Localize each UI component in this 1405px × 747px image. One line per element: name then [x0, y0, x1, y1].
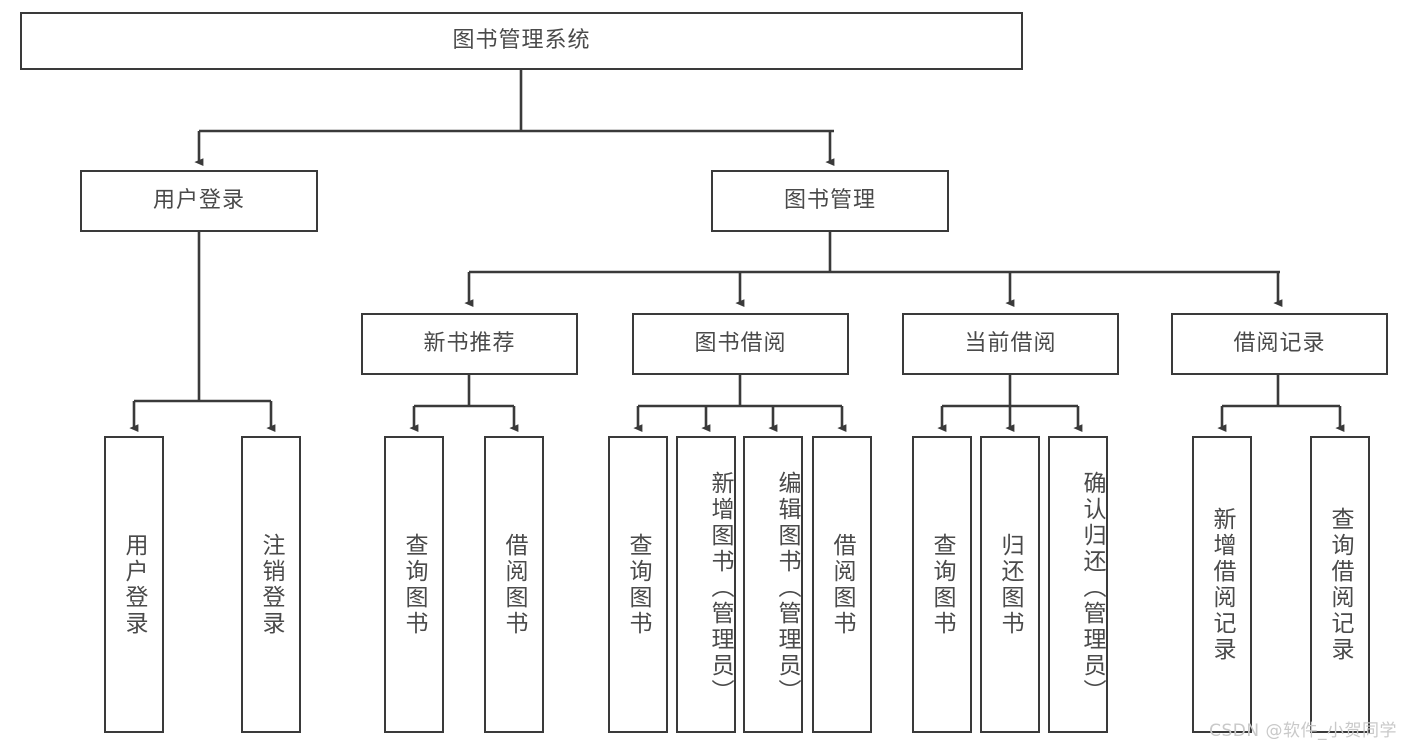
node-label: 图书借阅 — [694, 331, 787, 357]
node-borrow-record[interactable]: 借阅记录 — [1171, 313, 1388, 375]
leaf-return-book[interactable]: 归还图书 — [980, 436, 1040, 733]
node-label: 查询图书 — [625, 532, 652, 637]
leaf-borrow-book-recommend[interactable]: 借阅图书 — [484, 436, 544, 733]
node-label: 图书管理系统 — [452, 28, 591, 54]
node-new-book-recommend[interactable]: 新书推荐 — [361, 313, 578, 375]
node-label: 图书管理 — [783, 188, 876, 214]
node-label: 新书推荐 — [423, 331, 516, 357]
leaf-query-book-borrow[interactable]: 查询图书 — [608, 436, 668, 733]
node-label: 注销登录 — [258, 532, 285, 637]
leaf-logout[interactable]: 注销登录 — [241, 436, 301, 733]
node-label: 借阅图书 — [501, 532, 528, 637]
leaf-query-book-current[interactable]: 查询图书 — [912, 436, 972, 733]
leaf-add-book-admin[interactable]: 新增图书（管理员） — [676, 436, 736, 733]
leaf-user-login[interactable]: 用户登录 — [104, 436, 164, 733]
node-current-borrow[interactable]: 当前借阅 — [902, 313, 1119, 375]
watermark-text: CSDN @软件_小贺同学 — [1209, 721, 1397, 741]
node-label: 查询图书 — [929, 532, 956, 637]
node-label: 确认归还（管理员） — [1079, 470, 1105, 705]
node-label: 查询借阅记录 — [1327, 506, 1354, 663]
leaf-confirm-return-admin[interactable]: 确认归还（管理员） — [1048, 436, 1108, 733]
node-label: 新增借阅记录 — [1209, 506, 1236, 663]
node-label: 编辑图书（管理员） — [774, 470, 800, 705]
node-label: 借阅图书 — [829, 532, 856, 637]
node-root-system[interactable]: 图书管理系统 — [20, 12, 1023, 70]
node-label: 当前借阅 — [964, 331, 1057, 357]
node-book-borrow[interactable]: 图书借阅 — [632, 313, 849, 375]
node-label: 新增图书（管理员） — [707, 470, 733, 705]
node-label: 归还图书 — [997, 532, 1024, 637]
node-book-management[interactable]: 图书管理 — [711, 170, 949, 232]
node-label: 查询图书 — [401, 532, 428, 637]
leaf-add-borrow-record[interactable]: 新增借阅记录 — [1192, 436, 1252, 733]
node-label: 用户登录 — [121, 532, 148, 637]
leaf-borrow-book[interactable]: 借阅图书 — [812, 436, 872, 733]
node-label: 用户登录 — [152, 188, 245, 214]
node-label: 借阅记录 — [1233, 331, 1326, 357]
leaf-query-book-recommend[interactable]: 查询图书 — [384, 436, 444, 733]
node-user-login[interactable]: 用户登录 — [80, 170, 318, 232]
leaf-edit-book-admin[interactable]: 编辑图书（管理员） — [743, 436, 803, 733]
leaf-query-borrow-record[interactable]: 查询借阅记录 — [1310, 436, 1370, 733]
